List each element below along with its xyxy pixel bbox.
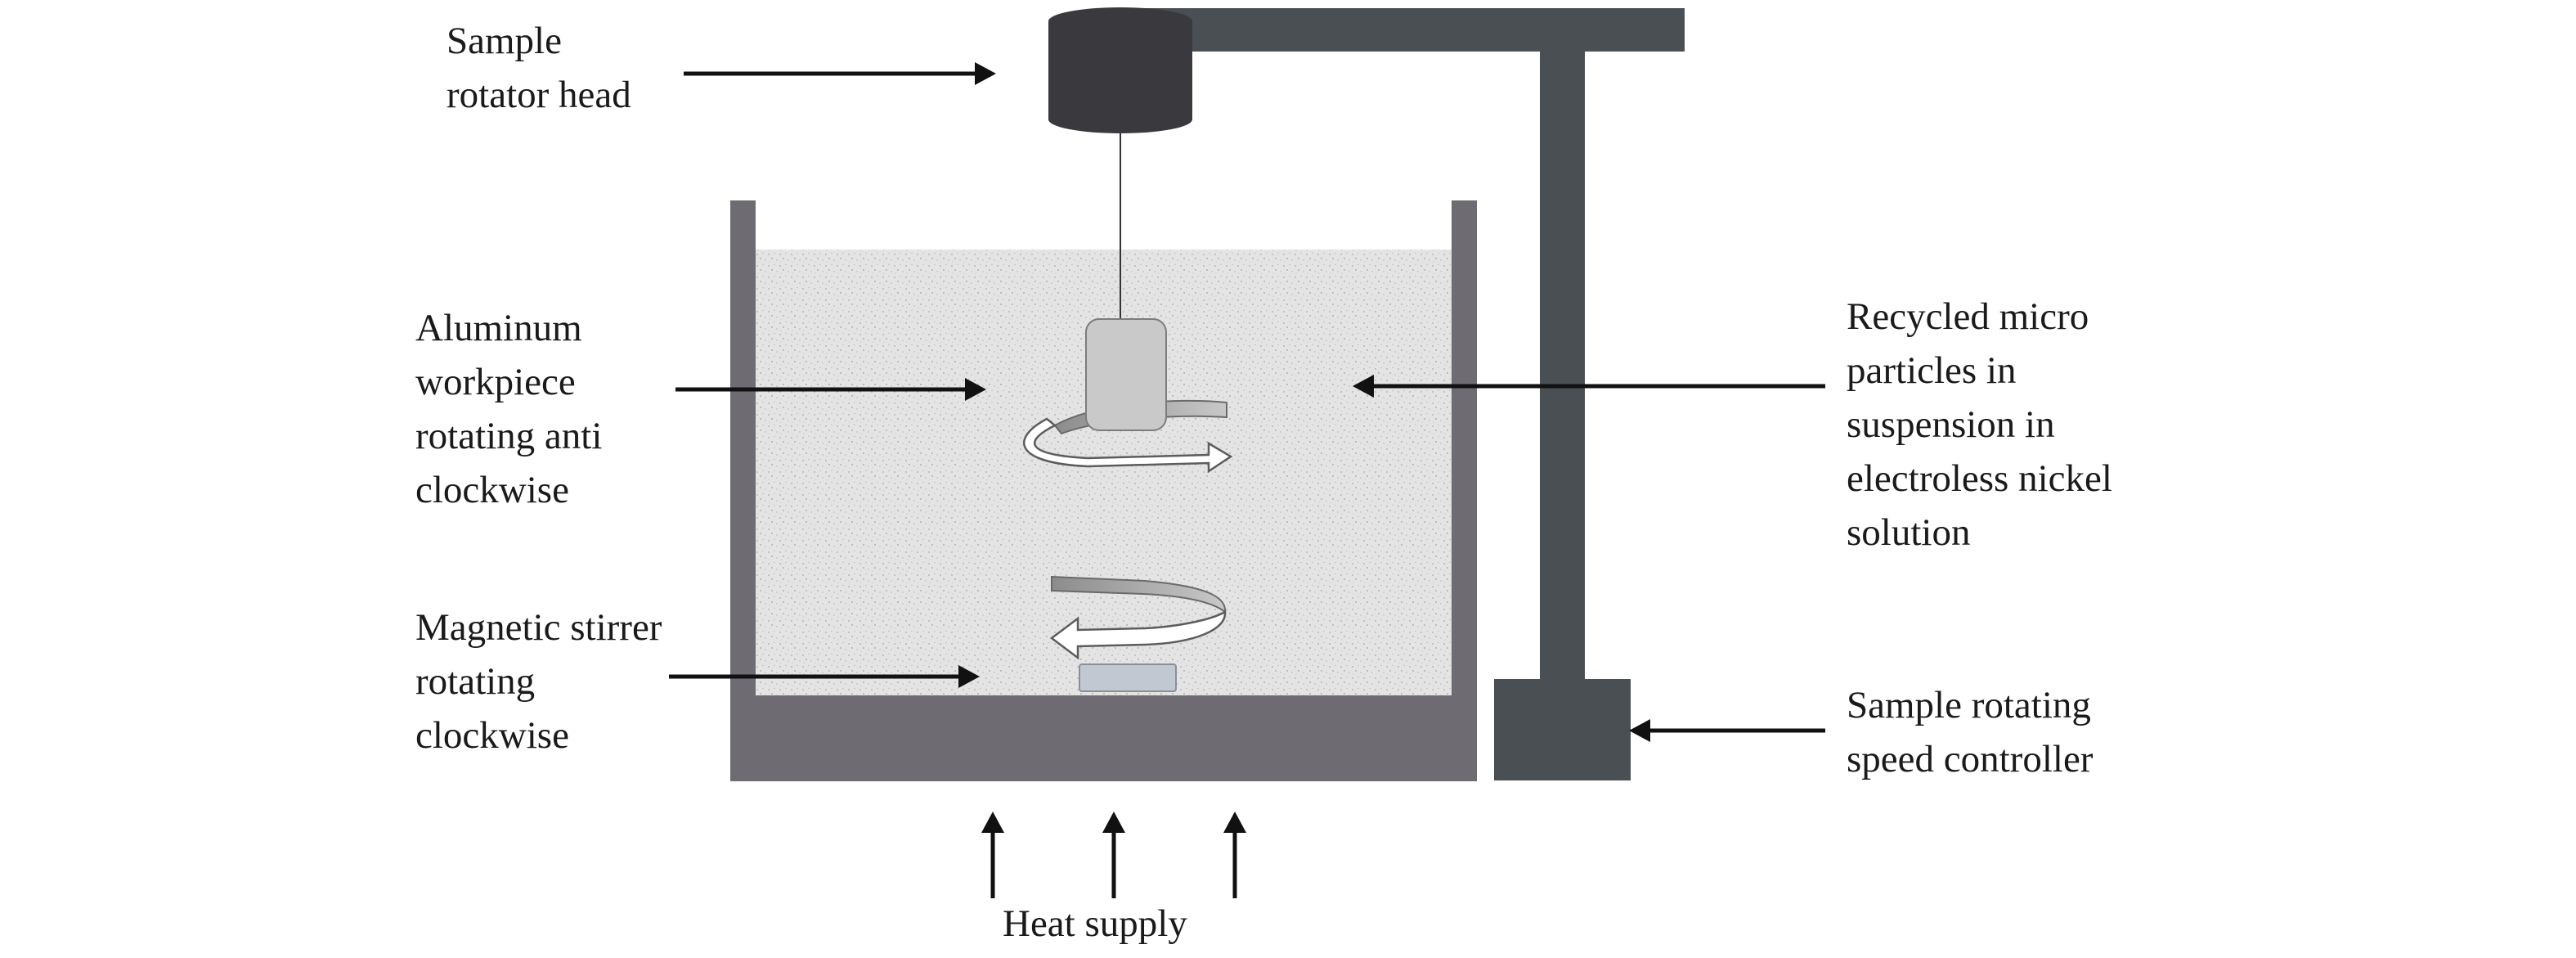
stirrer-label: Magnetic stirrer rotating clockwise bbox=[415, 600, 662, 762]
controller-label-line-1: Sample rotating bbox=[1847, 684, 2091, 726]
heat-supply-arrow-2 bbox=[1102, 812, 1125, 898]
stand-pole bbox=[1540, 47, 1585, 687]
heat-supply-label: Heat supply bbox=[1003, 897, 1187, 951]
stand-top-arm bbox=[1122, 8, 1685, 52]
magnetic-stirrer-bar bbox=[1079, 663, 1177, 692]
heat-supply-label-text: Heat supply bbox=[1003, 902, 1187, 945]
workpiece-pointer-arrow bbox=[675, 378, 986, 401]
workpiece-rotation-arrow bbox=[1023, 417, 1233, 474]
heat-supply-arrow-1 bbox=[981, 812, 1004, 898]
controller-label-line-2: speed controller bbox=[1847, 738, 2094, 780]
particles-label-line-4: electroless nickel bbox=[1847, 457, 2112, 500]
tank bbox=[730, 200, 1477, 781]
stirrer-pointer-arrow bbox=[669, 665, 980, 688]
particles-label-line-2: particles in bbox=[1847, 349, 2017, 392]
stirrer-label-line-2: rotating bbox=[415, 660, 536, 703]
particles-label: Recycled micro particles in suspension i… bbox=[1847, 290, 2112, 560]
heat-supply-arrow-3 bbox=[1223, 812, 1246, 898]
rotator-head-pointer-arrow bbox=[684, 62, 996, 85]
rotator-head-label-line-1: Sample bbox=[447, 20, 562, 62]
stirrer-label-line-3: clockwise bbox=[415, 714, 569, 757]
rotator-head bbox=[1048, 7, 1192, 133]
stirrer-rotation-arrow bbox=[1049, 609, 1227, 660]
controller-pointer-arrow bbox=[1629, 719, 1825, 742]
aluminum-workpiece bbox=[1085, 318, 1167, 431]
workpiece-label-line-4: clockwise bbox=[415, 469, 569, 511]
workpiece-label-line-3: rotating anti bbox=[415, 415, 603, 457]
particles-pointer-arrow bbox=[1353, 375, 1825, 398]
speed-controller-box bbox=[1494, 679, 1631, 780]
particles-label-line-3: suspension in bbox=[1847, 403, 2055, 446]
rotator-head-label: Sample rotator head bbox=[447, 14, 631, 122]
particles-label-line-5: solution bbox=[1847, 511, 1971, 554]
workpiece-label-line-1: Aluminum bbox=[415, 307, 582, 349]
rotator-head-label-line-2: rotator head bbox=[447, 74, 631, 116]
stirrer-label-line-1: Magnetic stirrer bbox=[415, 606, 662, 649]
workpiece-label: Aluminum workpiece rotating anti clockwi… bbox=[415, 301, 602, 517]
workpiece-label-line-2: workpiece bbox=[415, 361, 576, 403]
controller-label: Sample rotating speed controller bbox=[1847, 678, 2093, 786]
particles-label-line-1: Recycled micro bbox=[1847, 295, 2089, 338]
